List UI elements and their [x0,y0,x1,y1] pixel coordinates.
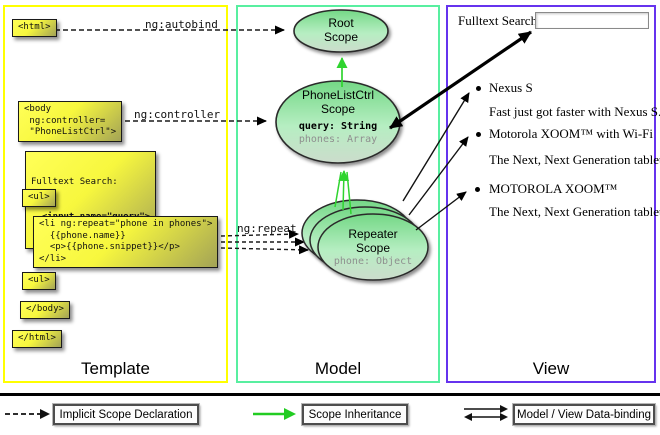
code-box-ul-1: <ul> [22,189,56,207]
code-box-body-open: <body ng:controller= "PhoneListCtrl"> [18,101,123,142]
legend-implicit-scope: Implicit Scope Declaration [52,403,200,426]
model-panel [236,5,440,383]
phone-item-title: MOTOROLA XOOM™ [489,181,618,196]
phonelistctrl-scope-label: PhoneListCtrl Scope [301,88,375,116]
bullet-icon [476,86,481,91]
code-box-ul-2: <ul> [22,272,56,290]
bullet-icon [476,132,481,137]
legend-divider [0,393,660,396]
legend-scope-inheritance: Scope Inheritance [301,403,409,426]
phone-item-title: Nexus S [489,80,533,95]
fulltext-search-label: Fulltext Search: [458,13,541,28]
code-box-html-close: </html> [12,330,62,348]
phone-item-description: The Next, Next Generation tablet. [489,152,660,167]
phone-property: phone: Object [333,256,413,267]
controller-label: ng:controller [134,108,221,121]
repeat-label: ng:repeat [237,222,297,235]
phone-item-description: The Next, Next Generation tablet. [489,204,660,219]
model-column-title: Model [314,359,362,378]
phones-property: phones: Array [298,134,378,145]
double-arrow-icon [464,405,508,421]
code-box-body-close: </body> [20,301,70,319]
template-column-title: Template [81,359,150,378]
query-property: query: String [298,121,378,132]
root-scope-label: Root Scope [323,16,359,44]
autobind-label: ng:autobind [145,18,218,31]
repeater-scope-label: Repeater Scope [348,227,398,255]
bullet-icon [475,187,480,192]
code-box-html-open: <html> [12,19,57,37]
dashed-arrow-icon [5,409,50,419]
view-column-title: View [532,359,570,378]
code-line-fulltext-label: Fulltext Search: [31,177,118,187]
phone-item-description: Fast just got faster with Nexus S. [489,104,660,119]
fulltext-search-input[interactable] [535,12,649,29]
code-box-li-repeat: <li ng:repeat="phone in phones"> {{phone… [33,216,219,268]
legend-data-binding: Model / View Data-binding [512,403,656,426]
green-arrow-icon [253,408,296,420]
phone-item-title: Motorola XOOM™ with Wi-Fi [489,126,654,141]
